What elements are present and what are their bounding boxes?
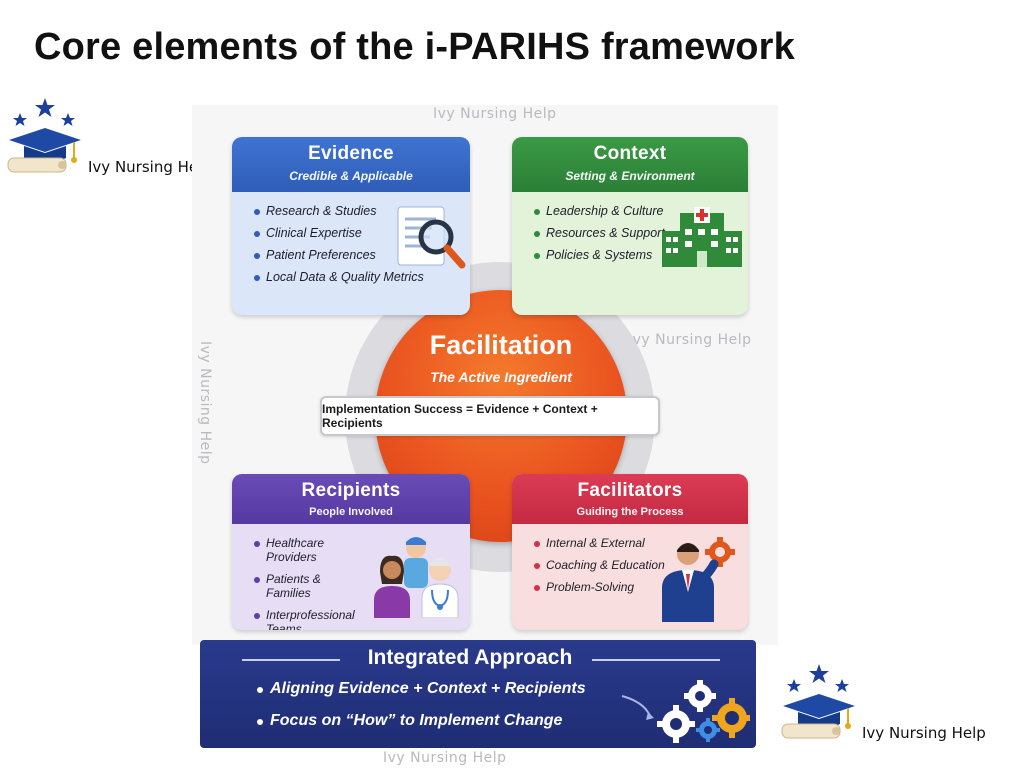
context-item: Leadership & Culture (534, 204, 748, 218)
recipients-subtitle: People Involved (309, 506, 393, 518)
recipients-list: Healthcare Providers Patients & Families… (232, 524, 470, 630)
people-icon (374, 537, 459, 618)
hospital-icon (662, 207, 742, 267)
evidence-item: Patient Preferences (254, 248, 470, 262)
graduation-cap-icon (781, 664, 855, 739)
facilitators-list: Internal & External Coaching & Education… (512, 524, 748, 594)
context-header: Context Setting & Environment (512, 137, 748, 192)
brand-name: Ivy Nursing Help (88, 158, 212, 176)
recipients-item: Interprofessional Teams (254, 608, 366, 630)
context-title: Context (593, 143, 667, 164)
recipients-header: Recipients People Involved (232, 474, 470, 524)
brand-logo-top: Ivy Nursing Help (4, 96, 212, 182)
person-gear-icon (662, 537, 735, 622)
context-item: Resources & Support (534, 226, 748, 240)
context-item: Policies & Systems (534, 248, 748, 262)
facilitators-item: Internal & External (534, 536, 748, 550)
evidence-list: Research & Studies Clinical Expertise Pa… (232, 192, 470, 284)
facilitation-subtitle: The Active Ingredient (430, 369, 572, 385)
facilitation-title: Facilitation (429, 330, 573, 360)
evidence-item: Local Data & Quality Metrics (254, 270, 470, 284)
banner-divider-right (592, 659, 720, 661)
facilitators-card: Facilitators Guiding the Process Interna… (512, 474, 748, 630)
page-title: Core elements of the i-PARIHS framework (34, 26, 795, 68)
evidence-card: Evidence Credible & Applicable Research … (232, 137, 470, 315)
facilitators-item: Problem-Solving (534, 580, 748, 594)
recipients-card: Recipients People Involved Healthcare Pr… (232, 474, 470, 630)
watermark: Ivy Nursing Help (433, 106, 557, 122)
facilitators-subtitle: Guiding the Process (576, 506, 684, 518)
integrated-item: Focus on “How” to Implement Change (256, 712, 563, 729)
brand-logo-bottom: Ivy Nursing Help (778, 662, 986, 748)
watermark: Ivy Nursing Help (628, 332, 752, 348)
evidence-title: Evidence (308, 143, 394, 164)
facilitators-title: Facilitators (577, 480, 683, 501)
integrated-title: Integrated Approach (367, 646, 573, 669)
recipients-item: Patients & Families (254, 572, 366, 600)
facilitators-item: Coaching & Education (534, 558, 748, 572)
evidence-item: Clinical Expertise (254, 226, 470, 240)
integrated-approach-banner: Integrated Approach Aligning Evidence + … (200, 640, 756, 748)
context-list: Leadership & Culture Resources & Support… (512, 192, 748, 262)
evidence-item: Research & Studies (254, 204, 470, 218)
context-card: Context Setting & Environment Leadership… (512, 137, 748, 315)
gears-icon (621, 680, 750, 743)
facilitators-header: Facilitators Guiding the Process (512, 474, 748, 524)
recipients-title: Recipients (301, 480, 401, 501)
success-equation: Implementation Success = Evidence + Cont… (320, 396, 660, 436)
watermark: Ivy Nursing Help (197, 341, 213, 465)
evidence-subtitle: Credible & Applicable (289, 169, 413, 183)
context-subtitle: Setting & Environment (565, 169, 695, 183)
brand-name: Ivy Nursing Help (862, 724, 986, 742)
document-magnifier-icon (397, 206, 466, 269)
graduation-cap-icon (7, 98, 81, 173)
evidence-header: Evidence Credible & Applicable (232, 137, 470, 192)
integrated-item: Aligning Evidence + Context + Recipients (257, 680, 586, 697)
recipients-item: Healthcare Providers (254, 536, 366, 564)
watermark: Ivy Nursing Help (383, 750, 507, 766)
banner-divider-left (242, 659, 340, 661)
